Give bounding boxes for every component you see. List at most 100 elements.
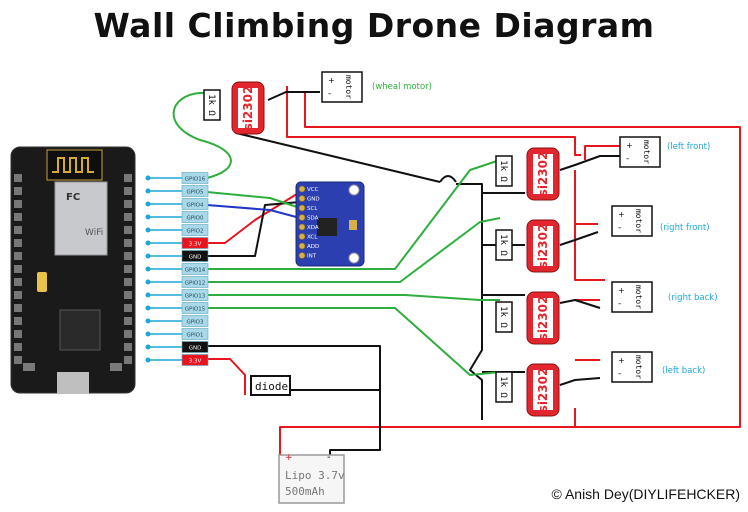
red-power-wire [574, 170, 605, 281]
gpio-pin-dot [145, 188, 151, 194]
gpio-pin-label: GPIO1 [186, 333, 203, 339]
resistor [495, 371, 513, 403]
board-pin-right [124, 278, 132, 286]
board-pin-left [14, 187, 22, 195]
motor-label: motor [642, 140, 651, 164]
mosfet-label-plate [533, 298, 553, 338]
gpio-pin-box [181, 302, 209, 314]
mosfet-label-plate [533, 226, 553, 266]
mosfet-label-plate [533, 154, 553, 194]
board-pin-left [14, 304, 22, 312]
gpio-pin-box [181, 237, 209, 249]
motor-minus: - [626, 154, 629, 164]
motor-box [321, 71, 363, 103]
resistor [203, 89, 221, 121]
mosfet-label: si2302 [536, 296, 550, 341]
gpio-pin-label: GPIO5 [186, 190, 204, 196]
motor-plus: + [618, 356, 625, 365]
gpio-pin-label: GPIO3 [186, 320, 204, 326]
gpio-pin-box [181, 198, 209, 210]
red-power-wire [584, 145, 620, 160]
mpu-pin-hole [298, 185, 306, 193]
gpio-pin-box [181, 263, 209, 275]
mpu-pin-hole [298, 223, 306, 231]
gpio-pin-label: 3.3V [189, 359, 202, 365]
board-pin-left [14, 226, 22, 234]
gpio-pin-label: 3.3V [189, 242, 202, 248]
gpio-pin-dot [145, 279, 151, 285]
ground-crossover [439, 175, 457, 183]
motor: +-motor(right front) [611, 205, 710, 237]
motor-driver: 1k Ω si2302 [495, 363, 560, 417]
motor-plus: + [618, 286, 625, 295]
board-pin-right [124, 343, 132, 351]
board-pin-left [14, 213, 22, 221]
board-pin-left [14, 239, 22, 247]
gpio-pin-dot [145, 331, 151, 337]
gpio-pin-dot [145, 266, 151, 272]
gpio-pin-label: GPIO0 [186, 216, 204, 222]
motor-label: motor [344, 75, 353, 99]
svg-text:FC: FC [66, 192, 80, 203]
gpio-pin-dot [145, 292, 151, 298]
board-pin-right [124, 304, 132, 312]
board-pin-right [124, 174, 132, 182]
diode-label: diode [255, 380, 288, 393]
board-pin-right [124, 252, 132, 260]
gpio-pin-box [181, 341, 209, 353]
gpio-pin-dot [145, 318, 151, 324]
mpu-pin-label: ADD [307, 244, 319, 250]
gpio-pin-dot [145, 214, 151, 220]
gpio-pin-box [181, 354, 209, 366]
motor-minus: - [618, 369, 621, 379]
board-pin-left [14, 200, 22, 208]
board-pin-left [14, 317, 22, 325]
board-left-pins [14, 174, 22, 364]
gpio-pin-dot [145, 305, 151, 311]
motor-box [611, 351, 653, 383]
mpu-pin-label: INT [307, 254, 317, 260]
motor-label: motor [634, 209, 643, 233]
motor-group: + - motor (wheal motor) + - motor (left front) +… [321, 71, 718, 383]
diagram-title: Wall Climbing Drone Diagram [93, 6, 655, 45]
board-pin-left [14, 291, 22, 299]
lipo-battery: + - Lipo 3.7v 500mAh [278, 452, 345, 504]
board-pin-right [124, 317, 132, 325]
gpio-pin-dot [145, 227, 151, 233]
mosfet-label: si2302 [536, 368, 550, 413]
gpio-pin-box [181, 276, 209, 288]
drain-wire [559, 231, 599, 246]
motor: +-motor(left back) [611, 351, 705, 383]
resistor [495, 301, 513, 333]
ground-wire [207, 201, 301, 257]
gpio13-signal-wire [207, 294, 500, 301]
mosfet-label: si2302 [536, 224, 550, 269]
board-pin-left [14, 330, 22, 338]
resistor-label: 1k Ω [498, 376, 508, 398]
gpio-pin-dot [145, 344, 151, 350]
board-pin-right [124, 226, 132, 234]
resistor [495, 155, 513, 187]
motor-position-label: (wheal motor) [372, 82, 432, 92]
resistor-label: 1k Ω [498, 306, 508, 328]
mpu-pin-hole [298, 195, 306, 202]
gpio-pin-dot [145, 357, 151, 363]
resistor-label: 1k Ω [206, 94, 216, 116]
gpio-pin-box [181, 315, 209, 327]
ground-wire [207, 345, 381, 462]
board-pin-left [14, 252, 22, 260]
i2c-sda-wire [206, 204, 301, 219]
ground-wire [456, 183, 483, 420]
battery-capacity-label: 500mAh [285, 485, 325, 498]
gpio-pin-dot [145, 253, 151, 259]
gpio-pin-label: GND [189, 255, 202, 261]
motor-position-label: (left front) [667, 142, 710, 152]
gpio-pin-label: GPIO12 [185, 281, 206, 287]
mpu-pin-label: SCL [307, 206, 318, 212]
red-power-wire [207, 358, 246, 395]
